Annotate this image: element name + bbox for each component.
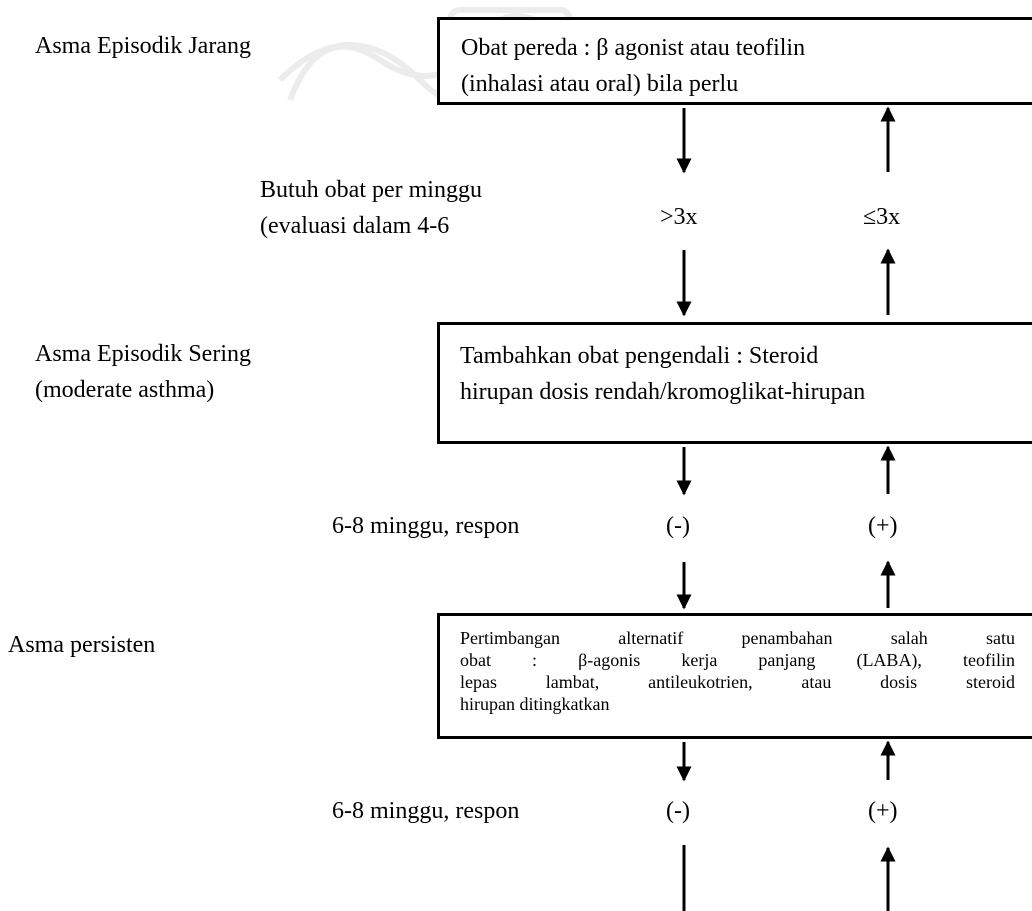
transition-condition: 6-8 minggu, respon [332,793,519,829]
therapy-box-alternatives: Pertimbangan alternatif penambahan salah… [437,613,1032,739]
level-label-line: Asma Episodik Sering [35,341,251,367]
therapy-box-reliever: Obat pereda : β agonist atau teofilin (i… [437,17,1032,105]
level-label-line: Asma Episodik Jarang [35,33,251,59]
therapy-box-line: Obat pereda : β agonist atau teofilin [461,35,806,61]
response-positive-label: (+) [868,798,898,824]
therapy-box-line: Pertimbangan alternatif penambahan salah… [460,628,1015,648]
therapy-box-text: Obat pereda : β agonist atau teofilin (i… [461,30,805,102]
therapy-box-controller: Tambahkan obat pengendali : Steroid hiru… [437,322,1032,444]
transition-condition-line: 6-8 minggu, respon [332,798,520,824]
step-down-label: ≤3x [863,204,901,230]
response-negative-label: (-) [666,513,690,539]
transition-condition: 6-8 minggu, respon [332,508,519,544]
level-label-persistent: Asma persisten [8,627,155,663]
therapy-box-line: lepas lambat, antileukotrien, atau dosis… [460,672,1015,692]
therapy-box-line: hirupan ditingkatkan [460,694,610,714]
response-positive-label: (+) [868,513,898,539]
therapy-box-text: Tambahkan obat pengendali : Steroid hiru… [460,338,865,410]
step-up-label: >3x [660,204,698,230]
therapy-box-line: (inhalasi atau oral) bila perlu [461,71,739,97]
therapy-box-line: obat : β-agonis kerja panjang (LABA), te… [460,650,1015,670]
level-label-episodic-rare: Asma Episodik Jarang [35,28,251,64]
transition-condition-line: 6-8 minggu, respon [332,513,520,539]
level-label-line: Asma persisten [8,632,156,658]
therapy-box-line: hirupan dosis rendah/kromoglikat-hirupan [460,379,866,405]
transition-condition-line: Butuh obat per minggu [260,177,482,203]
transition-condition: Butuh obat per minggu (evaluasi dalam 4-… [260,172,482,244]
therapy-box-line: Tambahkan obat pengendali : Steroid [460,343,819,369]
response-negative-label: (-) [666,798,690,824]
level-label-episodic-frequent: Asma Episodik Sering (moderate asthma) [35,336,251,408]
therapy-box-text: Pertimbangan alternatif penambahan salah… [460,627,1015,715]
level-label-line: (moderate asthma) [35,377,215,403]
transition-condition-line: (evaluasi dalam 4-6 [260,213,450,239]
